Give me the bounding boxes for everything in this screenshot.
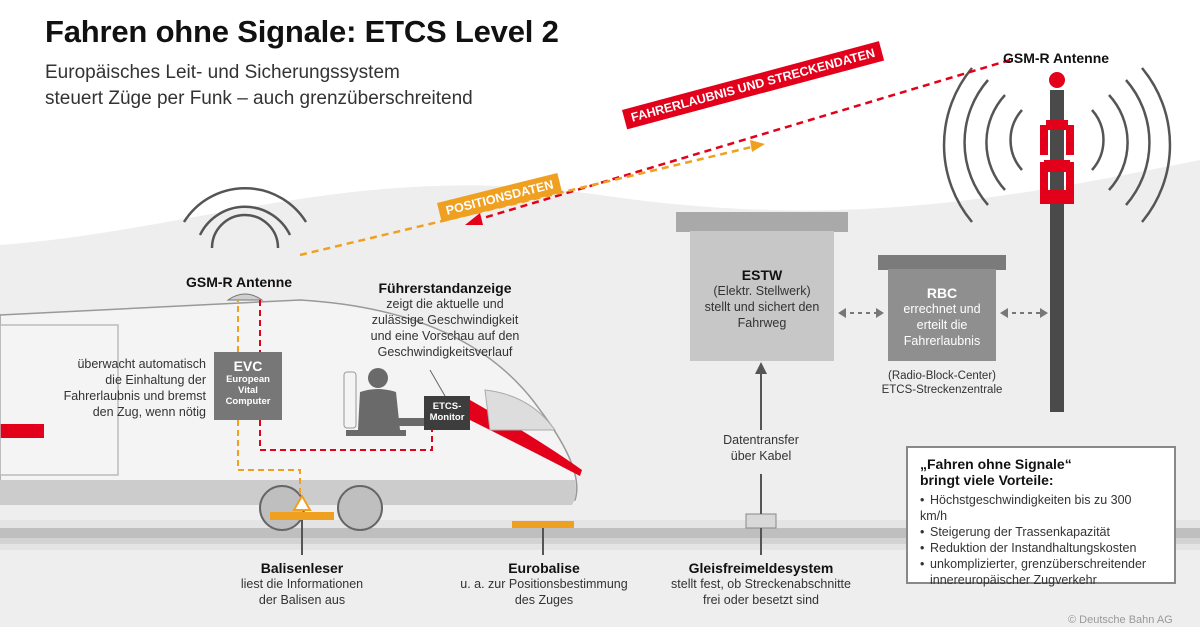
track-detection-label: Gleisfreimeldesystem stellt fest, ob Str… <box>660 560 862 608</box>
cable-label: Datentransfer über Kabel <box>708 432 814 464</box>
cab-display-label: Führerstandanzeige zeigt die aktuelle un… <box>350 280 540 360</box>
balise-reader-line-2: der Balisen aus <box>258 593 346 607</box>
evc-line-2: Vital <box>238 385 258 396</box>
bullet-icon: • <box>920 541 925 555</box>
advantages-list: •Höchstgeschwindigkeiten bis zu 300 km/h… <box>920 492 1162 588</box>
track-detection-line-2: frei oder besetzt sind <box>702 593 820 607</box>
subtitle-line-2: steuert Züge per Funk – auch grenzübersc… <box>45 88 473 109</box>
list-item: •Steigerung der Trassenkapazität <box>920 525 1110 539</box>
rbc-line-1: errechnet und <box>903 302 981 316</box>
estw-roof <box>676 212 848 232</box>
rail-track <box>0 528 1200 538</box>
balise-reader-label: Balisenleser liest die Informationen der… <box>224 560 380 608</box>
evc-desc-line-1: überwacht automatisch <box>77 357 206 371</box>
cable-line-2-text: über Kabel <box>730 449 792 463</box>
estw-title: ESTW <box>741 267 783 283</box>
evc-line-3: Computer <box>225 396 271 407</box>
advantages-title-2: bringt viele Vorteile: <box>920 472 1054 488</box>
gsm-tower-label: GSM-R Antenne <box>1003 50 1110 66</box>
track-detection-line-1: stellt fest, ob Streckenabschnitte <box>671 577 851 591</box>
driving-permit-signal-line <box>469 58 1011 224</box>
cab-seat-icon <box>343 371 357 429</box>
rbc-title: RBC <box>926 285 958 301</box>
estw-rbc-arrow-right-icon <box>876 308 884 318</box>
subtitle-line-1: Europäisches Leit- und Sicherungssystem <box>45 62 400 83</box>
eurobalise-icon <box>512 521 574 528</box>
track-detector-icon <box>745 513 777 529</box>
evc-box: EVC European Vital Computer <box>214 352 282 420</box>
rbc-line-2: erteilt die <box>916 318 968 332</box>
track-detection-title: Gleisfreimeldesystem <box>688 560 834 576</box>
advantages-box: „Fahren ohne Signale“ bringt viele Vorte… <box>906 446 1176 587</box>
cable-arrow-icon <box>755 362 767 374</box>
cab-display-line-4: Geschwindigkeitsverlauf <box>377 345 513 359</box>
cab-display-title: Führerstandanzeige <box>378 280 512 296</box>
bullet-icon: • <box>920 493 925 507</box>
bullet-icon: • <box>920 525 925 539</box>
rbc-tower-arrow-left-icon <box>1000 308 1008 318</box>
evc-monitor-wire <box>259 420 433 451</box>
tower-radio-waves-icon <box>942 67 1172 223</box>
eurobalise-title: Eurobalise <box>508 560 580 576</box>
driver-icon <box>346 368 424 436</box>
estw-line-3: Fahrweg <box>737 316 787 330</box>
evc-desc-line-4: den Zug, wenn nötig <box>92 405 206 419</box>
bullet-icon: • <box>920 557 925 571</box>
cable-line-1-text: Datentransfer <box>723 433 799 447</box>
cab-display-line-1: zeigt die aktuelle und <box>386 297 504 311</box>
eurobalise-line-2: des Zuges <box>514 593 574 607</box>
evc-description: überwacht automatisch die Einhaltung der… <box>58 356 206 420</box>
eurobalise-label: Eurobalise u. a. zur Positionsbestimmung… <box>458 560 630 608</box>
estw-line-2: stellt und sichert den <box>704 300 820 314</box>
balise-reader-arrow-icon <box>292 493 312 511</box>
estw-building: ESTW (Elektr. Stellwerk) stellt und sich… <box>690 231 834 361</box>
list-item: •Höchstgeschwindigkeiten bis zu 300 km/h <box>920 493 1132 523</box>
page-title: Fahren ohne Signale: ETCS Level 2 <box>45 14 559 49</box>
estw-line-1: (Elektr. Stellwerk) <box>713 284 811 298</box>
evc-balise-wire <box>237 420 301 496</box>
balise-reader-title: Balisenleser <box>260 560 344 576</box>
rbc-line-3: Fahrerlaubnis <box>903 334 981 348</box>
rbc-note-2: ETCS-Streckenzentrale <box>881 384 1003 396</box>
list-item: •Reduktion der Instandhaltungskosten <box>920 541 1137 555</box>
gsm-tower-icon <box>1040 72 1074 412</box>
etcs-monitor: ETCS- Monitor <box>424 396 470 430</box>
list-item: innereuropäischer Zugverkehr <box>930 573 1097 587</box>
etcs-monitor-line-2: Monitor <box>429 412 465 423</box>
rbc-tower-arrow-right-icon <box>1040 308 1048 318</box>
rbc-building: RBC errechnet und erteilt die Fahrerlaub… <box>888 269 996 361</box>
cab-display-line-3: und eine Vorschau auf den <box>370 329 520 343</box>
estw-rbc-arrow-left-icon <box>838 308 846 318</box>
track-sleepers <box>0 538 1200 544</box>
train-antenna-label: GSM-R Antenne <box>186 274 293 290</box>
copyright: © Deutsche Bahn AG <box>1068 614 1173 626</box>
position-signal-line <box>299 143 761 257</box>
driving-permit-arrowhead-icon <box>465 213 483 225</box>
balise-reader-line-1: liest die Informationen <box>240 577 364 591</box>
position-arrowhead-icon <box>750 140 765 152</box>
list-item: •unkomplizierter, grenzüberschreitender <box>920 557 1147 571</box>
balise-reader-icon <box>270 512 334 520</box>
eurobalise-line-1: u. a. zur Positionsbestimmung <box>460 577 628 591</box>
evc-title: EVC <box>233 358 263 374</box>
evc-desc-line-2: die Einhaltung der <box>105 373 206 387</box>
evc-desc-line-3: Fahrerlaubnis und bremst <box>63 389 206 403</box>
cab-display-pointer <box>429 369 446 397</box>
rbc-roof <box>878 255 1006 270</box>
train-antenna-waves-icon <box>182 187 308 249</box>
evc-line-1: European <box>226 374 270 385</box>
etcs-monitor-line-1: ETCS- <box>432 401 462 412</box>
advantages-title-1: „Fahren ohne Signale“ <box>920 456 1072 472</box>
cab-display-line-2: zulässige Geschwindigkeit <box>371 313 519 327</box>
rbc-note-1: (Radio-Block-Center) <box>887 370 996 382</box>
